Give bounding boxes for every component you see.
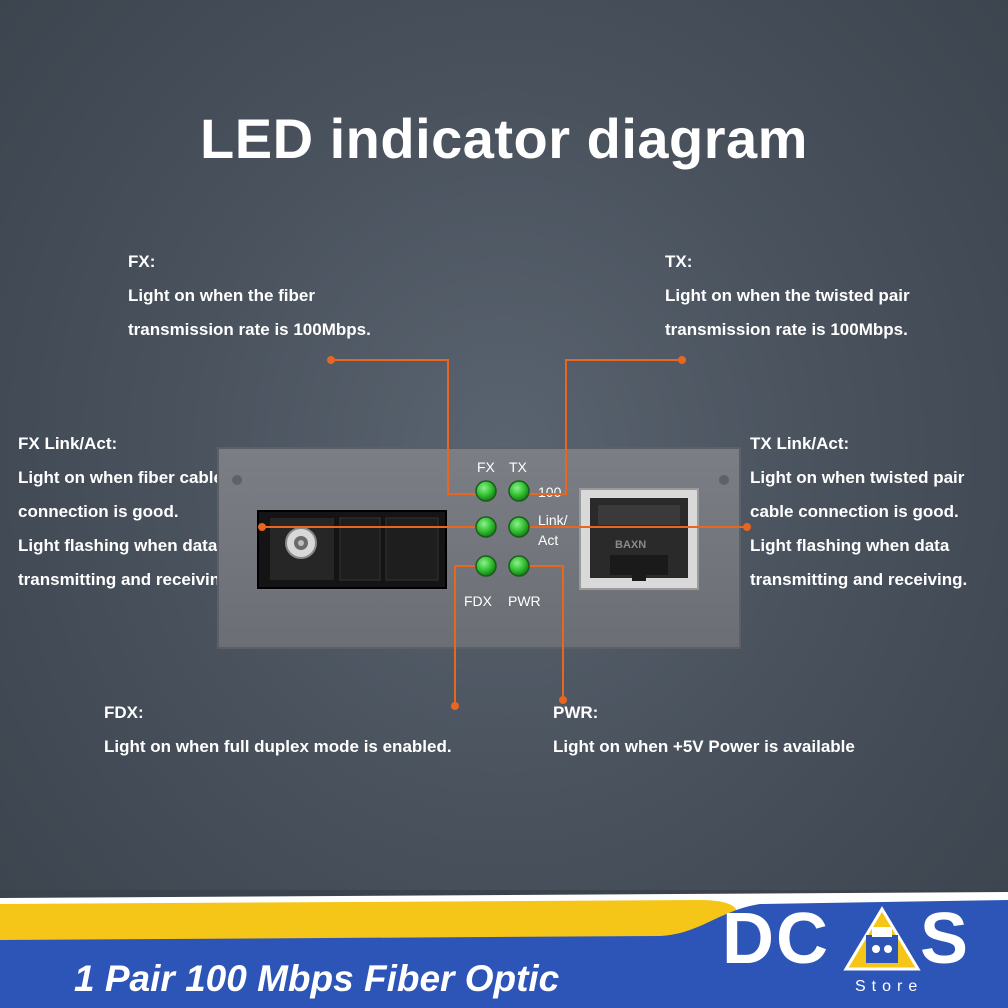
led-fdx bbox=[475, 555, 497, 577]
led-label-link: Link/ bbox=[538, 512, 568, 528]
led-label-pwr: PWR bbox=[508, 593, 541, 609]
callout-dot-tx-link bbox=[743, 523, 751, 531]
callout-tx-link: TX Link/Act: Light on when twisted pair … bbox=[750, 427, 967, 597]
callout-fx-link-line-2: connection is good. bbox=[18, 502, 179, 521]
callout-fx-line-1: Light on when the fiber bbox=[128, 286, 315, 305]
callout-pwr: PWR: Light on when +5V Power is availabl… bbox=[553, 696, 855, 764]
callout-fx-link: FX Link/Act: Light on when fiber cable c… bbox=[18, 427, 235, 597]
callout-fx-link-line-3: Light flashing when data bbox=[18, 536, 218, 555]
callout-pwr-line-1: Light on when +5V Power is available bbox=[553, 737, 855, 756]
led-fx bbox=[475, 480, 497, 502]
logo-text-s: S bbox=[920, 899, 969, 979]
case-screw-right bbox=[719, 475, 729, 485]
callout-line-pwr bbox=[519, 565, 564, 700]
callout-dot-fx-link bbox=[258, 523, 266, 531]
led-label-tx: TX bbox=[509, 459, 528, 475]
callout-dot-fx bbox=[327, 356, 335, 364]
led-tx-link bbox=[508, 516, 530, 538]
callout-line-fx bbox=[331, 359, 486, 495]
device-diagram: BAXN FX TX 100 Link/ Act FDX PWR bbox=[217, 356, 751, 710]
callout-fx-heading: FX: bbox=[128, 252, 156, 271]
led-label-fx: FX bbox=[477, 459, 496, 475]
callout-tx-link-heading: TX Link/Act: bbox=[750, 434, 850, 453]
callout-fdx-heading: FDX: bbox=[104, 703, 144, 722]
callout-line-tx bbox=[519, 359, 682, 495]
page-title: LED indicator diagram bbox=[200, 107, 808, 170]
callout-tx-line-2: transmission rate is 100Mbps. bbox=[665, 320, 908, 339]
callout-fx-link-heading: FX Link/Act: bbox=[18, 434, 118, 453]
callout-fx-link-line-1: Light on when fiber cable bbox=[18, 468, 223, 487]
callout-tx-link-line-2: cable connection is good. bbox=[750, 502, 959, 521]
led-fx-link bbox=[475, 516, 497, 538]
callout-fx: FX: Light on when the fiber transmission… bbox=[128, 245, 371, 347]
callout-dot-pwr bbox=[559, 696, 567, 704]
callout-tx-link-line-4: transmitting and receiving. bbox=[750, 570, 968, 589]
led-tx bbox=[508, 480, 530, 502]
product-banner-text: 1 Pair 100 Mbps Fiber Optic bbox=[74, 958, 560, 999]
callout-fx-line-2: transmission rate is 100Mbps. bbox=[128, 320, 371, 339]
callout-fdx: FDX: Light on when full duplex mode is e… bbox=[104, 696, 452, 764]
callout-tx-line-1: Light on when the twisted pair bbox=[665, 286, 910, 305]
callout-dot-tx bbox=[678, 356, 686, 364]
case-screw-left bbox=[232, 475, 242, 485]
product-banner bbox=[0, 890, 1008, 1008]
callout-tx-link-line-1: Light on when twisted pair bbox=[750, 468, 965, 487]
callout-dot-fdx bbox=[451, 702, 459, 710]
callout-pwr-heading: PWR: bbox=[553, 703, 599, 722]
callout-tx-link-line-3: Light flashing when data bbox=[750, 536, 950, 555]
callout-fx-link-line-4: transmitting and receiving. bbox=[18, 570, 236, 589]
sc-fiber-port bbox=[257, 510, 447, 589]
callout-fdx-line-1: Light on when full duplex mode is enable… bbox=[104, 737, 452, 756]
led-pwr bbox=[508, 555, 530, 577]
led-label-100: 100 bbox=[538, 484, 562, 500]
led-label-act: Act bbox=[538, 532, 558, 548]
led-label-fdx: FDX bbox=[464, 593, 493, 609]
logo-emblem-icon bbox=[843, 906, 921, 971]
callout-tx-heading: TX: bbox=[665, 252, 693, 271]
callout-tx: TX: Light on when the twisted pair trans… bbox=[665, 245, 910, 347]
logo-subtext-store: Store bbox=[855, 978, 924, 995]
banner-background bbox=[0, 890, 1008, 1008]
rj45-port bbox=[579, 488, 699, 590]
logo-text-dc: DC bbox=[722, 899, 830, 979]
rj45-port-text: BAXN bbox=[615, 539, 646, 551]
